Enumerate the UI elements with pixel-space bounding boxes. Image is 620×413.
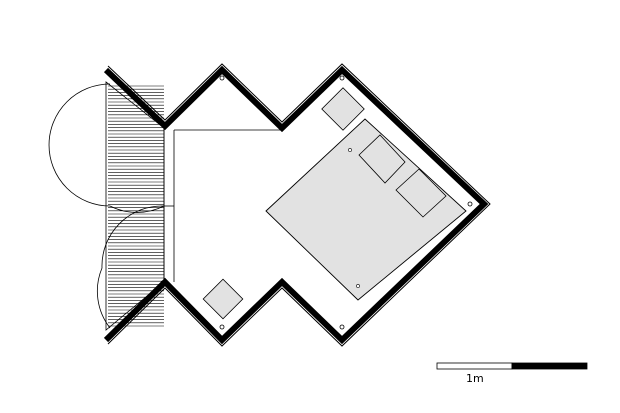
double-bed — [265, 118, 467, 301]
scale-bar-label: 1m — [466, 372, 484, 385]
nightstand-bottom — [202, 278, 244, 320]
door-left-lower[interactable] — [96, 205, 165, 329]
nightstand-top — [321, 87, 365, 131]
scale-bar-dark — [511, 362, 588, 370]
scale-bar — [436, 362, 588, 370]
door-left-upper[interactable] — [48, 83, 165, 213]
pillow-2 — [395, 168, 447, 218]
wall-posts — [219, 75, 473, 330]
pillow-1 — [358, 134, 406, 184]
door-threshold — [163, 128, 282, 282]
exterior-wall — [103, 63, 491, 347]
scale-bar-light — [436, 362, 513, 370]
